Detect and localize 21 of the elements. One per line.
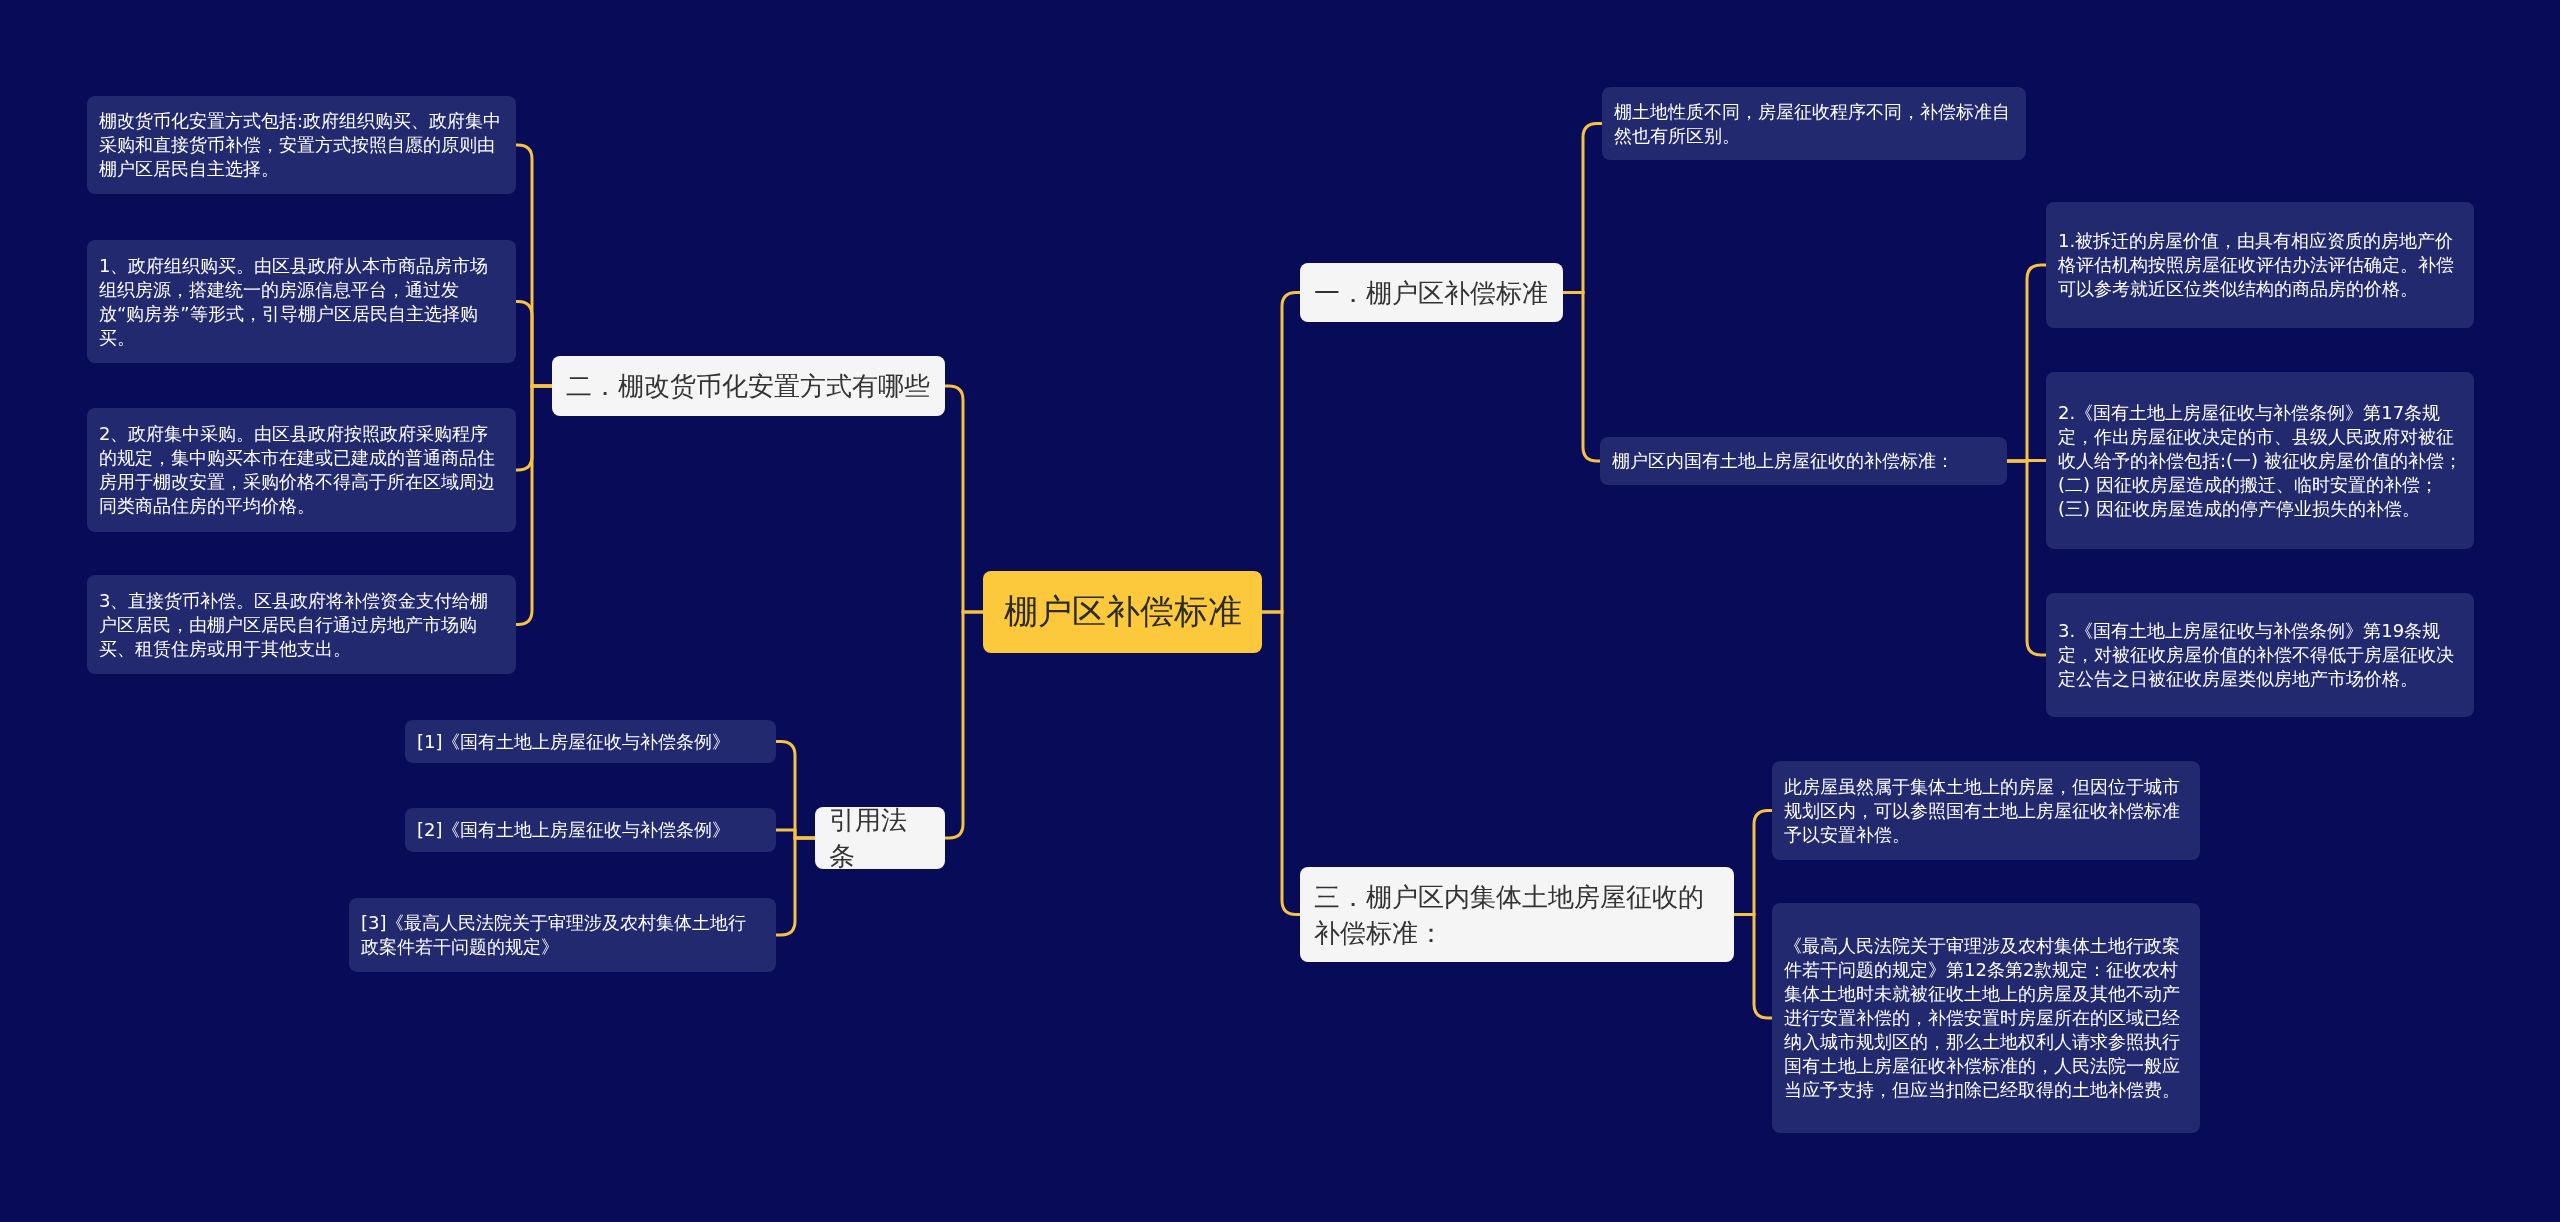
text-box: 棚土地性质不同，房屋征收程序不同，补偿标准自然也有所区别。: [1602, 87, 2026, 160]
text-box: 棚户区内国有土地上房屋征收的补偿标准：: [1600, 437, 2007, 485]
text-box: 此房屋虽然属于集体土地上的房屋，但因位于城市规划区内，可以参照国有土地上房屋征收补偿标准予以安置补偿。: [1772, 761, 2200, 860]
text-box: 2.《国有土地上房屋征收与补偿条例》第17条规定，作出房屋征收决定的市、县级人民政府对被征收人给予的补偿包括:(一) 被征收房屋价值的补偿；(二) 因征收房屋造成的搬迁、临时安置的补偿；(三) 因征收房屋造成的停产停业损失的补偿。: [2046, 372, 2474, 549]
central-topic-box: 棚户区补偿标准: [983, 571, 1262, 653]
text-box: 3、直接货币补偿。区县政府将补偿资金支付给棚户区居民，由棚户区居民自行通过房地产市场购买、租赁住房或用于其他支出。: [87, 575, 516, 674]
text-box: [1]《国有土地上房屋征收与补偿条例》: [405, 720, 776, 763]
text-box: 棚改货币化安置方式包括:政府组织购买、政府集中采购和直接货币补偿，安置方式按照自愿的原则由棚户区居民自主选择。: [87, 96, 516, 194]
text-box: 1.被拆迁的房屋价值，由具有相应资质的房地产价格评估机构按照房屋征收评估办法评估确定。补偿可以参考就近区位类似结构的商品房的价格。: [2046, 202, 2474, 328]
text-box: [2]《国有土地上房屋征收与补偿条例》: [405, 808, 776, 852]
text-box: 1、政府组织购买。由区县政府从本市商品房市场组织房源，搭建统一的房源信息平台，通过发放“购房券”等形式，引导棚户区居民自主选择购买。: [87, 240, 516, 363]
text-box: 《最高人民法院关于审理涉及农村集体土地行政案件若干问题的规定》第12条第2款规定：征收农村集体土地时未就被征收土地上的房屋及其他不动产进行安置补偿的，补偿安置时房屋所在的区域已经纳入城市规划区的，那么土地权利人请求参照执行国有土地上房屋征收补偿标准的，人民法院一般应当应予支持，但应当扣除已经取得的土地补偿费。: [1772, 903, 2200, 1133]
topic-box: 一．棚户区补偿标准: [1300, 263, 1563, 322]
text-box: [3]《最高人民法院关于审理涉及农村集体土地行政案件若干问题的规定》: [349, 898, 776, 972]
text-box: 2、政府集中采购。由区县政府按照政府采购程序的规定，集中购买本市在建或已建成的普通商品住房用于棚改安置，采购价格不得高于所在区域周边同类商品住房的平均价格。: [87, 408, 516, 532]
text-box: 3.《国有土地上房屋征收与补偿条例》第19条规定，对被征收房屋价值的补偿不得低于房屋征收决定公告之日被征收房屋类似房地产市场价格。: [2046, 593, 2474, 717]
topic-box: 三．棚户区内集体土地房屋征收的补偿标准：: [1300, 867, 1734, 962]
topic-box: 二．棚改货币化安置方式有哪些: [552, 356, 945, 416]
connector-line: [2007, 459, 2046, 657]
topic-box: 引用法条: [815, 807, 945, 869]
connector-line: [776, 836, 815, 937]
